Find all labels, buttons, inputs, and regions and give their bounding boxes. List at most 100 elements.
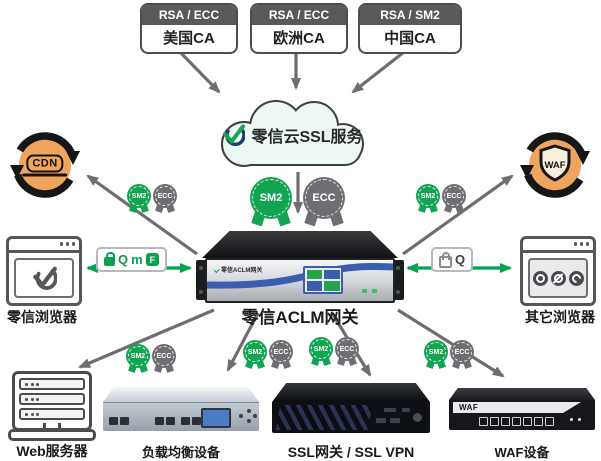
appliance-front [272,402,430,433]
seal-badge-sm2: SM2 [424,340,448,369]
indicator-q: Q [118,252,129,267]
seal-pair-loadbalancer-link: SM2 ECC [243,340,295,370]
seal-badge-ecc: ECC [450,340,474,369]
seal-badge-sm2: SM2 [250,177,292,227]
appliance-top [103,387,259,402]
seal-label: SM2 [420,192,436,200]
aclm-gateway-appliance: 零信ACLM网关 [196,231,404,303]
ssl-gateway-appliance [272,383,430,437]
seal-label: SM2 [247,348,263,356]
seal-label: SM2 [259,192,283,204]
seal-label: SM2 [130,352,146,360]
appliance-front [103,402,259,431]
zotrus-logo-gray-icon [33,266,57,290]
browser-viewport [528,258,588,298]
ca-protocols: RSA / ECC [142,5,236,25]
gateway-front-panel: 零信ACLM网关 [205,258,395,303]
arrow-gateway-to-wafdevice [397,308,505,378]
ca-box-china: RSA / SM2 中国CA [358,3,462,54]
zotrus-browser-label: 零信浏览器 [7,309,77,325]
seal-badge-sm2: SM2 [416,184,440,213]
arrow-gateway-to-loadbalancer [226,312,260,372]
waf-node: WAF [519,129,591,201]
seal-badge-sm2: SM2 [243,340,267,369]
arrow-gateway-to-webserver [78,308,215,369]
chrome-icon [532,270,548,286]
status-led [362,289,367,293]
status-led [372,289,377,293]
web-server-label: Web服务器 [16,443,88,459]
ssl-gateway-label: SSL网关 / SSL VPN [287,444,415,460]
seal-pair-waf-link: SM2 ECC [416,184,468,214]
seal-label: SM2 [428,348,444,356]
appliance-front: WAF [449,400,595,430]
rotating-arrows-icon [10,132,80,198]
seal-badge-ecc: ECC [442,184,466,213]
lock-icon [439,251,452,268]
gateway-chassis-top [202,231,398,258]
server-base [8,429,96,441]
seal-label: SM2 [131,192,147,200]
gateway-panel-label: 零信ACLM网关 [213,265,263,274]
check-icon [213,266,220,273]
seal-pair-webserver-link: SM2 ECC [126,344,178,374]
rotating-arrows-icon: WAF [520,132,590,198]
waf-device-label: WAF设备 [494,445,550,460]
vent-grille [275,405,373,430]
ca-protocols: RSA / SM2 [360,5,460,25]
seal-label: ECC [157,192,173,200]
cloud-shape [221,100,364,167]
lock-icon [104,252,115,266]
ca-box-europe: RSA / ECC 欧洲CA [250,3,348,54]
arrow-ca1-to-cloud [178,50,221,94]
security-indicator-pill-left: Q m F [96,247,167,272]
arrow-gateway-to-waf [402,174,514,256]
opera-icon [550,270,566,286]
seal-badge-ecc: ECC [153,184,177,213]
security-indicator-pill-right: Q [431,247,474,272]
waf-shield-label: WAF [544,160,565,171]
web-server-icon [8,371,96,441]
zotrus-browser-icon [6,236,82,306]
ca-name: 中国CA [384,30,436,47]
seal-badge-sm2: SM2 [127,184,151,213]
seal-pair-wafdevice-link: SM2 ECC [424,340,476,370]
gateway-panel-text: 零信ACLM网关 [221,268,263,274]
menu-dots-icon [59,242,75,246]
rack-ear [196,260,207,300]
arrow-gateway-to-cdn [86,174,198,256]
server-rack-icon [12,371,92,431]
ca-name: 美国CA [163,30,215,47]
seal-label: ECC [454,348,470,356]
browser-viewport [14,258,74,298]
seal-badge-sm2: SM2 [126,344,150,373]
port-row [479,417,554,426]
seal-label: ECC [312,192,336,204]
seal-pair-sslgateway-link: SM2 ECC [309,337,361,367]
browser-titlebar [9,239,79,253]
zotrus-logo-icon [223,124,246,146]
arrow-ca3-to-cloud [351,50,405,94]
seal-badge-ecc: ECC [152,344,176,373]
indicator-f-badge: F [145,253,159,266]
seal-pair-cdn-link: SM2 ECC [127,184,179,214]
load-balancer-label: 负载均衡设备 [141,445,220,460]
waf-nameplate: WAF [453,402,581,413]
other-browsers-icon [520,236,596,306]
seal-badge-sm2: SM2 [309,337,333,366]
cloud-label: 零信云SSL服务 [251,128,363,146]
edge-icon [568,270,584,286]
menu-dots-icon [573,242,589,246]
ca-protocols: RSA / ECC [252,5,346,25]
appliance-top [449,388,595,400]
server-stand [43,423,61,429]
seal-label: ECC [446,192,462,200]
cloud-ssl-service: 零信云SSL服务 [202,95,382,171]
ca-name: 欧洲CA [273,30,325,47]
rack-ear [393,260,404,300]
power-button [413,413,422,422]
other-browsers-label: 其它浏览器 [525,309,595,325]
gateway-lcd-screen [303,266,343,294]
seal-badge-ecc: ECC [269,340,293,369]
cdn-monitor-icon: CDN [22,154,69,177]
